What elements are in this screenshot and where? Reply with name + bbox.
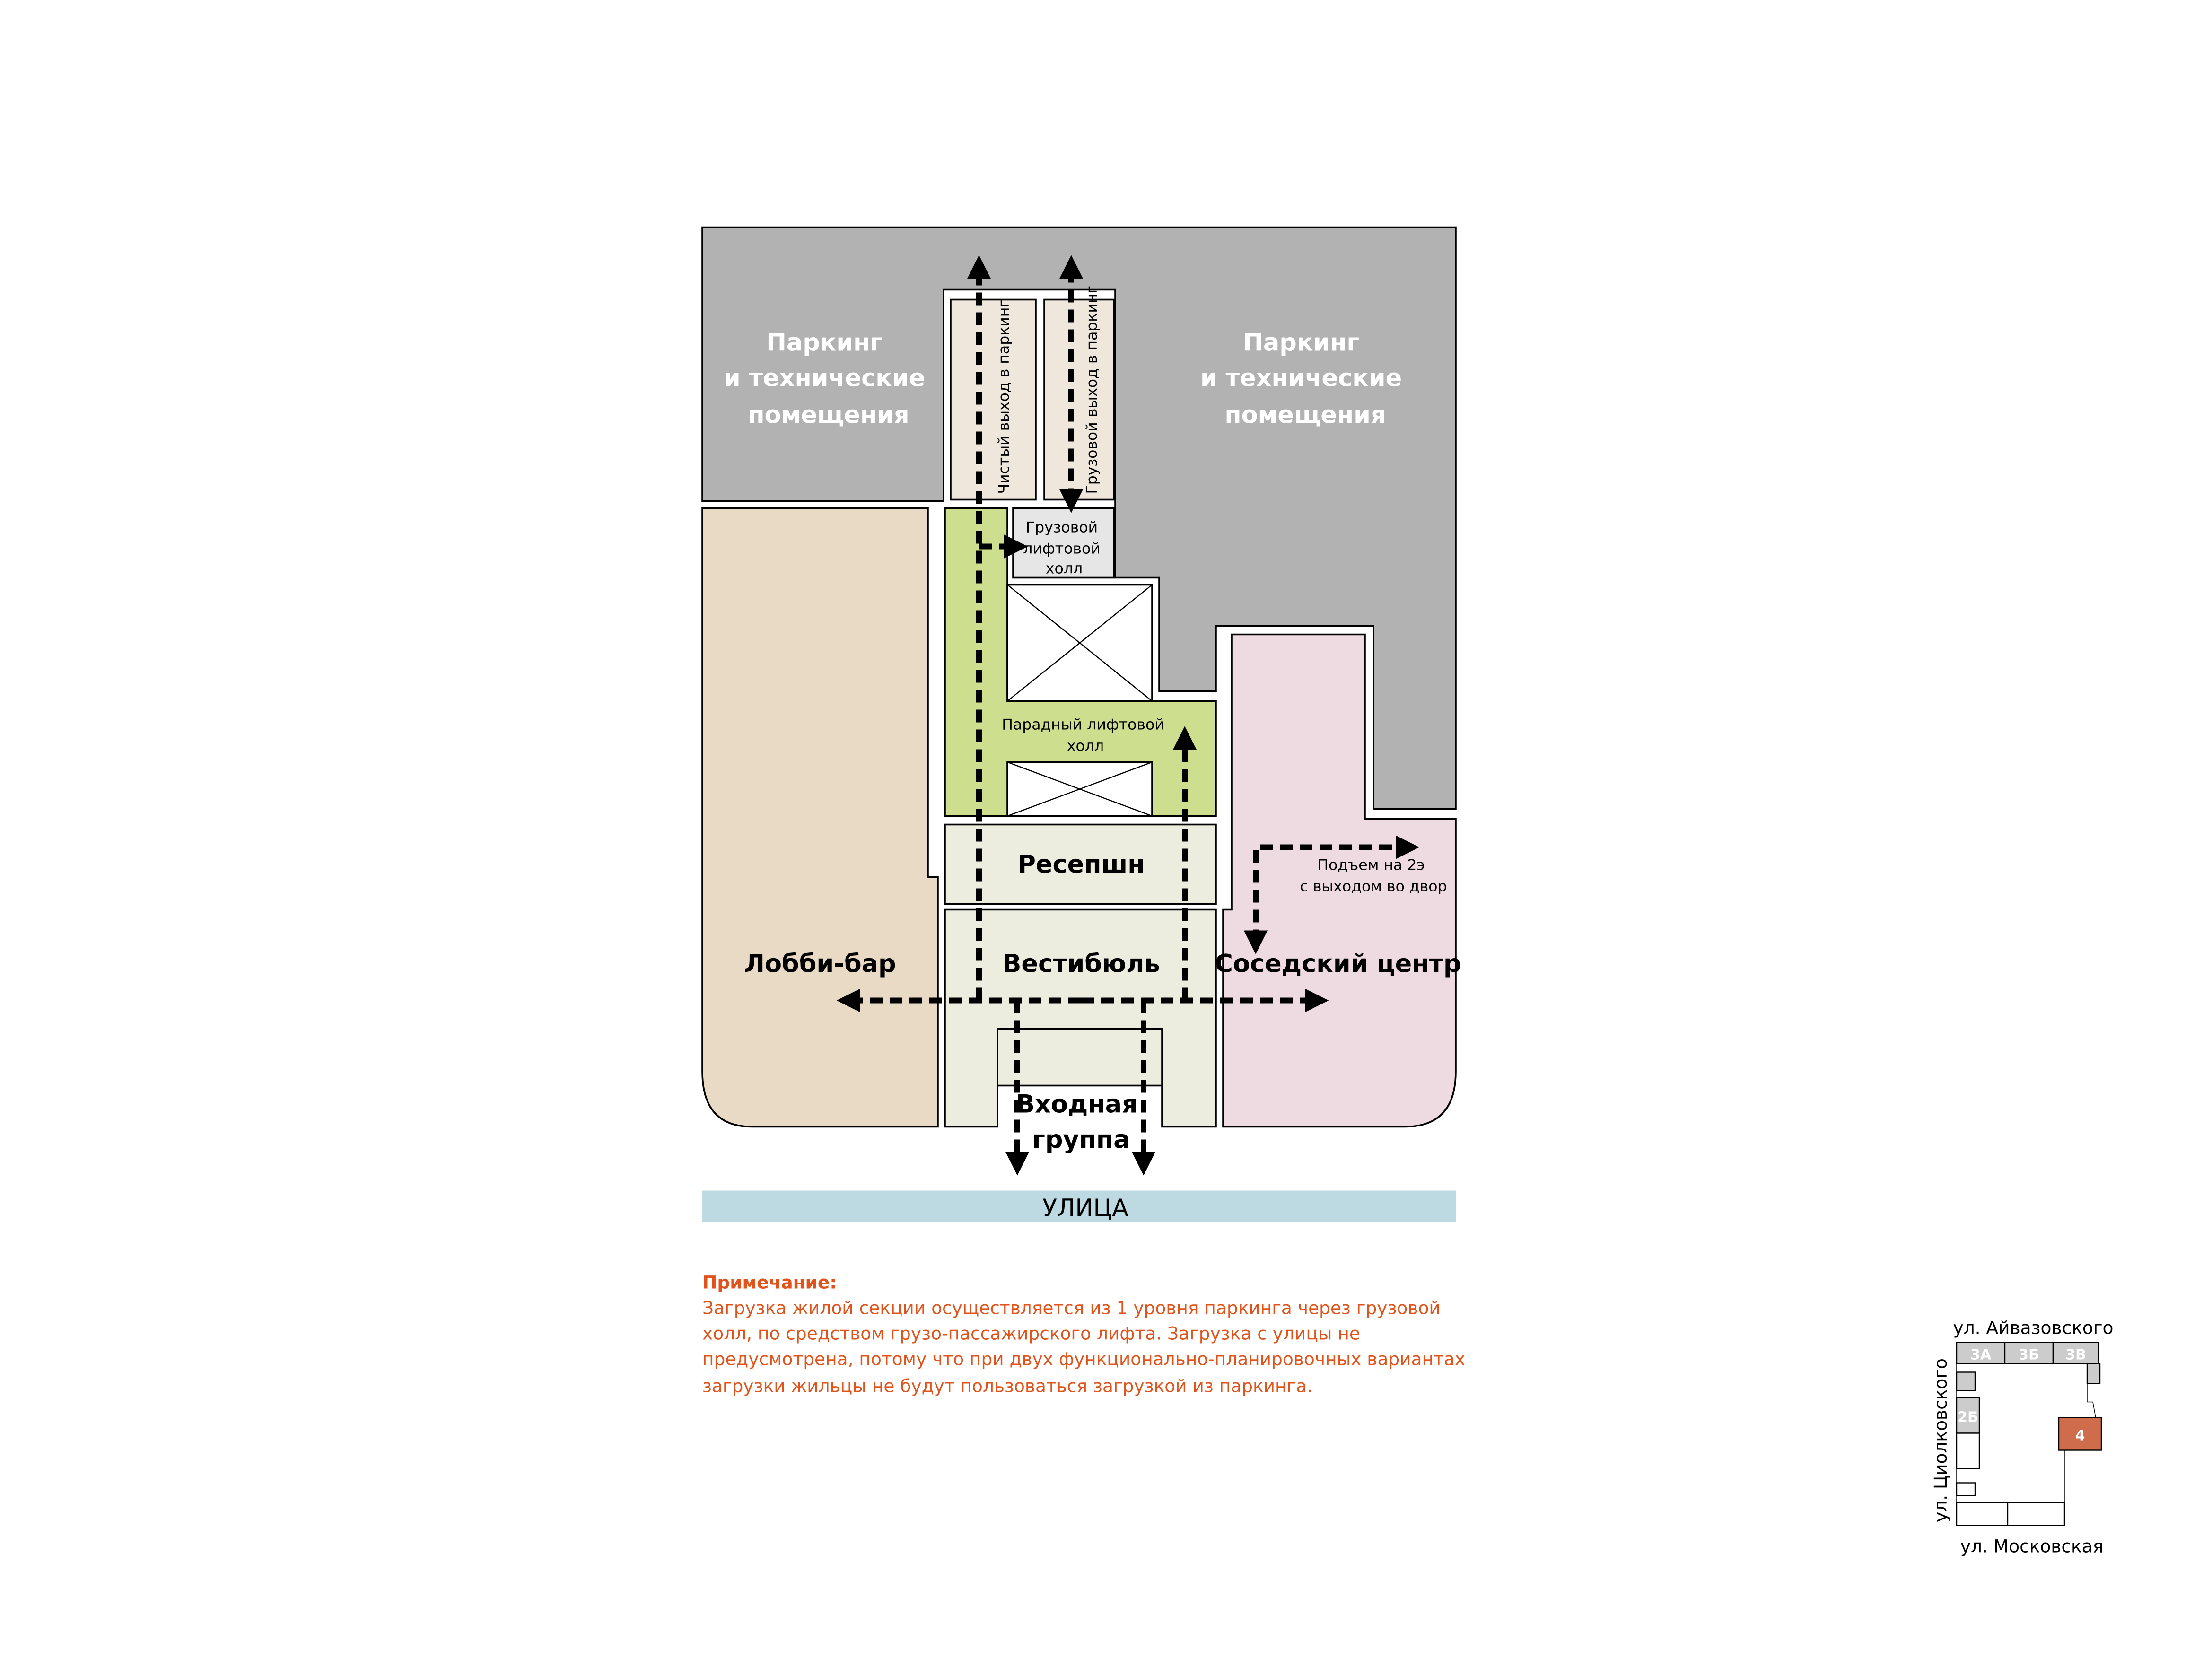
cargo-lift-hall-label: Грузовой лифтовой холл bbox=[1023, 519, 1105, 577]
section-3b bbox=[2004, 1342, 2054, 1364]
cargo-lift-hall-zone bbox=[1012, 507, 1115, 579]
lift-shaft-lower-cross bbox=[1007, 761, 1153, 817]
note-title: Примечание: bbox=[702, 1272, 837, 1293]
section-3a bbox=[1956, 1342, 2006, 1364]
reception-zone bbox=[944, 823, 1217, 905]
section-bottom-right bbox=[2007, 1502, 2065, 1526]
entrance-vestibule-inner bbox=[997, 1028, 1163, 1087]
clean-exit-corridor bbox=[950, 298, 1037, 501]
section-2b bbox=[1956, 1397, 1980, 1434]
clean-exit-label: Чистый выход в паркинг bbox=[996, 299, 1013, 494]
neighbor-center-label: Соседский центр bbox=[1215, 950, 1461, 978]
section-left-small bbox=[1956, 1371, 1976, 1391]
stair-path-arrow bbox=[1243, 835, 1420, 954]
street-aivazovskogo-label: ул. Айвазовского bbox=[1953, 1318, 2114, 1338]
section-left-lower bbox=[1956, 1432, 1980, 1469]
lobby-bar-label: Лобби-бар bbox=[744, 950, 896, 978]
key-map: ул. Айвазовского ул. Московская ул. Циол… bbox=[1930, 1318, 2113, 1557]
section-3v bbox=[2052, 1342, 2099, 1364]
vestibule-label: Вестибюль bbox=[1002, 950, 1160, 978]
lift-shaft-upper-cross bbox=[1007, 584, 1153, 702]
parking-left-label: Паркинг и технические помещения bbox=[724, 329, 934, 429]
lobby-bar-zone bbox=[701, 507, 939, 1128]
section-3v-wing bbox=[2086, 1363, 2101, 1384]
site-boundary-right bbox=[2087, 1383, 2096, 1418]
main-lift-hall-label: Парадный лифтовой холл bbox=[1002, 716, 1169, 755]
parking-right-label: Паркинг и технические помещения bbox=[1200, 329, 1410, 429]
street-band bbox=[702, 1190, 1456, 1222]
section-3b-label: 3Б bbox=[2019, 1347, 2039, 1363]
section-bottom-left bbox=[1956, 1502, 2009, 1526]
section-3a-label: 3А bbox=[1970, 1347, 1992, 1363]
section-4-label: 4 bbox=[2075, 1428, 2085, 1444]
section-left-bottom-small bbox=[1956, 1482, 1976, 1496]
entrance-group-label: Входная группа bbox=[1016, 1090, 1146, 1154]
section-4 bbox=[2058, 1417, 2102, 1451]
section-3v-label: 3В bbox=[2065, 1347, 2086, 1363]
parking-zone bbox=[701, 226, 1457, 810]
cargo-exit-corridor bbox=[1043, 298, 1115, 501]
street-moskovskaya-label: ул. Московская bbox=[1960, 1536, 2103, 1557]
street-tsiolkovskogo-label: ул. Циолковского bbox=[1930, 1358, 1951, 1522]
cargo-exit-label: Грузовой выход в паркинг bbox=[1084, 286, 1101, 494]
note-body: Загрузка жилой секции осуществляется из … bbox=[702, 1298, 1471, 1397]
street-label: УЛИЦА bbox=[1042, 1195, 1128, 1222]
reception-label: Ресепшн bbox=[1017, 850, 1145, 879]
main-lift-hall-zone bbox=[944, 507, 1217, 817]
section-2b-label: 2Б bbox=[1958, 1409, 1978, 1426]
